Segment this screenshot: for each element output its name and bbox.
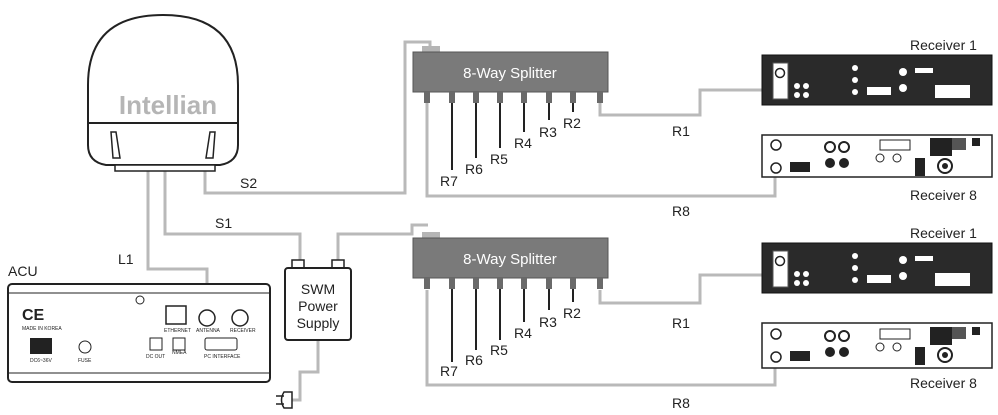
acu-dc-out-port	[149, 337, 163, 351]
acu-receiver-label: RECEIVER	[230, 328, 256, 334]
acu-fuse-label: FUSE	[78, 358, 92, 364]
cable-r8-bottom	[425, 290, 777, 387]
splitter-top-leads	[451, 103, 574, 170]
port-r5-top: R5	[490, 151, 508, 167]
port-r4-top: R4	[514, 135, 532, 151]
acu-antenna-label: ANTENNA	[196, 328, 221, 334]
acu-receiver-port	[231, 309, 249, 327]
antenna-brand-text: Intellian	[119, 90, 217, 120]
receiver-1-bottom-label: Receiver 1	[910, 225, 977, 241]
psu-label-line2: Power	[298, 298, 338, 314]
cable-psu-to-splitter	[336, 223, 428, 262]
radome-handle-left	[110, 131, 121, 159]
port-r5-bottom: R5	[490, 342, 508, 358]
acu-pc-interface-port	[204, 337, 238, 351]
acu-pc-interface-label: PC INTERFACE	[204, 354, 241, 360]
psu-body	[284, 267, 352, 341]
swm-power-supply: SWM Power Supply	[284, 259, 352, 341]
cable-label-s2: S2	[240, 175, 257, 191]
radome-base	[87, 122, 239, 166]
port-r2-top: R2	[563, 115, 581, 131]
receiver-1-bottom	[761, 242, 993, 294]
cable-power-cord	[290, 340, 320, 402]
cable-label-l1: L1	[118, 251, 134, 267]
power-plug-icon	[276, 391, 293, 409]
splitter-top-label: 8-Way Splitter	[463, 65, 557, 82]
receiver-1-top-label: Receiver 1	[910, 37, 977, 53]
acu-nmea-port	[172, 337, 186, 351]
cable-s1	[163, 170, 302, 262]
receiver-8-top-label: Receiver 8	[910, 187, 977, 203]
splitter-top-ports	[424, 92, 603, 103]
radome-handle-right	[205, 131, 216, 159]
radome-connector-strip	[114, 164, 216, 172]
splitter-bottom: 8-Way Splitter R7 R6 R5 R4 R3 R2	[412, 232, 609, 379]
acu-ethernet-port	[165, 305, 187, 325]
port-r3-bottom: R3	[539, 314, 557, 330]
splitter-bottom-body	[412, 237, 609, 279]
cable-label-r8-bottom: R8	[672, 395, 690, 411]
acu-made-in: MADE IN KOREA	[22, 326, 62, 332]
cable-label-r1-top: R1	[672, 123, 690, 139]
acu-fuse-icon	[78, 340, 92, 354]
cable-r8-top	[425, 103, 777, 198]
port-r3-top: R3	[539, 124, 557, 140]
cable-layer	[146, 40, 777, 402]
splitter-top-body	[412, 51, 609, 93]
splitter-top-cap	[422, 46, 440, 54]
acu-unit: ACU CE MADE IN KOREA DC6~36V FUSE ETHERN…	[7, 263, 271, 383]
port-r6-bottom: R6	[465, 352, 483, 368]
splitter-top: 8-Way Splitter R7 R6 R5 R4 R3 R2	[412, 46, 609, 189]
psu-label-line1: SWM	[301, 281, 335, 297]
cable-label-r8-top: R8	[672, 203, 690, 219]
port-r4-bottom: R4	[514, 325, 532, 341]
psu-label-line3: Supply	[297, 315, 340, 331]
receiver-8-top	[761, 134, 993, 178]
cable-r1-top	[598, 88, 770, 117]
port-r7-bottom: R7	[440, 363, 458, 379]
acu-ce-mark: CE	[22, 307, 45, 324]
acu-nmea-label: NMEA	[172, 350, 187, 356]
splitter-bottom-label: 8-Way Splitter	[463, 251, 557, 268]
acu-label: ACU	[8, 263, 38, 279]
splitter-bottom-cap	[422, 232, 440, 240]
cable-label-r1-bottom: R1	[672, 315, 690, 331]
acu-antenna-port	[198, 309, 216, 327]
acu-ethernet-label: ETHERNET	[164, 328, 191, 334]
port-r2-bottom: R2	[563, 305, 581, 321]
acu-power-label: DC6~36V	[30, 358, 52, 364]
port-r7-top: R7	[440, 173, 458, 189]
cable-label-s1: S1	[215, 215, 232, 231]
port-r6-top: R6	[465, 161, 483, 177]
cable-r1-bottom	[598, 273, 770, 305]
radome-dome	[87, 13, 239, 124]
splitter-bottom-ports	[424, 278, 603, 289]
cable-s2	[203, 40, 432, 195]
receiver-1-top	[761, 54, 993, 106]
acu-front-panel	[7, 283, 271, 383]
acu-screw-icon	[135, 295, 145, 305]
splitter-bottom-leads	[451, 289, 574, 362]
antenna-radome: Intellian	[87, 13, 239, 172]
receiver-8-bottom	[761, 322, 993, 369]
acu-dc-out-label: DC OUT	[146, 354, 165, 360]
receiver-8-bottom-label: Receiver 8	[910, 375, 977, 391]
acu-power-terminal	[30, 338, 52, 354]
